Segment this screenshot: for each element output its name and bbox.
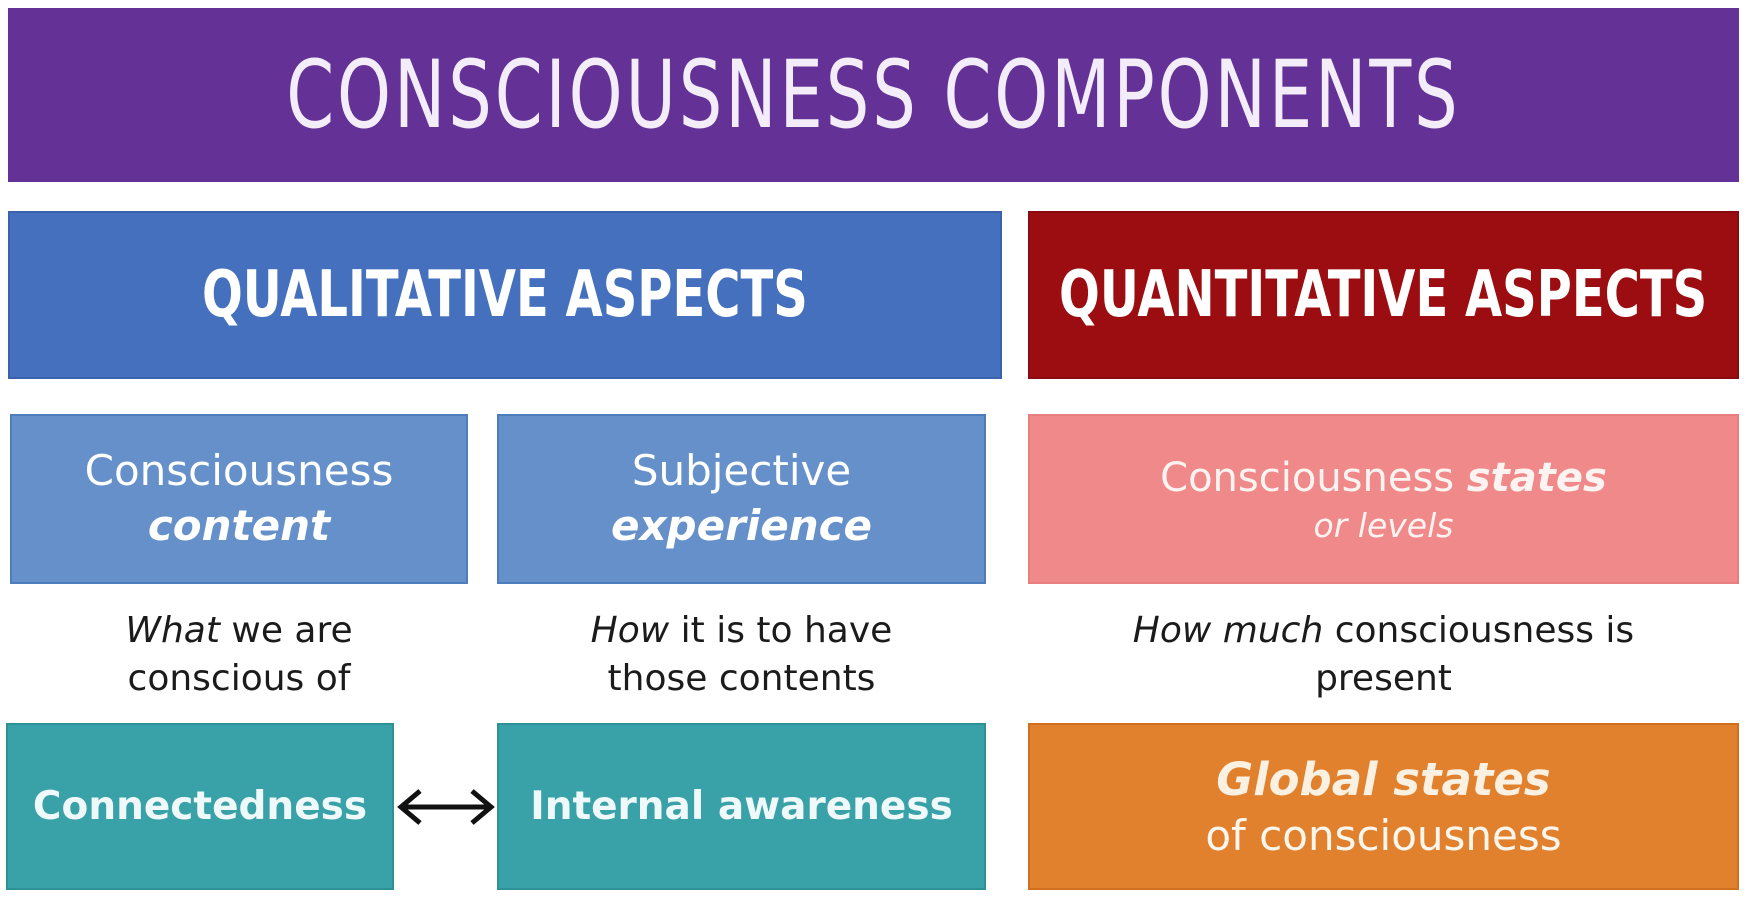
caption-how-much-consciousness-is-present: How much consciousness is present: [1028, 592, 1739, 718]
qualitative-aspects-label: QUALITATIVE ASPECTS: [202, 258, 808, 332]
global-states-box: Global states of consciousness: [1028, 723, 1739, 890]
consciousness-content-box: Consciousness content: [10, 414, 468, 584]
caption-line1: How it is to have: [590, 610, 893, 652]
page-title: CONSCIOUSNESS COMPONENTS: [286, 40, 1461, 150]
consciousness-content-line2: content: [147, 501, 331, 550]
subjective-experience-line2: experience: [610, 501, 872, 550]
connectedness-label: Connectedness: [32, 784, 368, 829]
internal-awareness-box: Internal awareness: [497, 723, 986, 890]
consciousness-states-line1: Consciousness states: [1160, 454, 1607, 501]
arrow-zone: [394, 723, 497, 890]
consciousness-content-line1: Consciousness: [84, 446, 394, 496]
double-arrow-icon: [396, 788, 495, 825]
consciousness-states-line2: or levels: [1313, 505, 1454, 545]
qualitative-aspects-header-box: QUALITATIVE ASPECTS: [8, 211, 1002, 379]
caption-what-we-are-conscious-of: What we are conscious of: [10, 592, 468, 718]
title-banner: CONSCIOUSNESS COMPONENTS: [8, 8, 1739, 182]
global-states-line2: of consciousness: [1205, 810, 1562, 860]
caption-line2: those contents: [607, 658, 876, 699]
quantitative-aspects-label: QUANTITATIVE ASPECTS: [1059, 258, 1708, 332]
subjective-experience-box: Subjective experience: [497, 414, 986, 584]
subjective-experience-line1: Subjective: [631, 446, 852, 496]
caption-line1: What we are: [125, 610, 353, 652]
caption-line2: conscious of: [127, 658, 351, 699]
caption-line1: How much consciousness is: [1132, 610, 1635, 652]
caption-how-it-is-to-have-those-contents: How it is to have those contents: [497, 592, 986, 718]
connectedness-box: Connectedness: [6, 723, 394, 890]
consciousness-states-box: Consciousness states or levels: [1028, 414, 1739, 584]
caption-line2: present: [1315, 658, 1452, 699]
internal-awareness-label: Internal awareness: [530, 784, 953, 829]
quantitative-aspects-header-box: QUANTITATIVE ASPECTS: [1028, 211, 1739, 379]
global-states-line1: Global states: [1216, 753, 1551, 806]
